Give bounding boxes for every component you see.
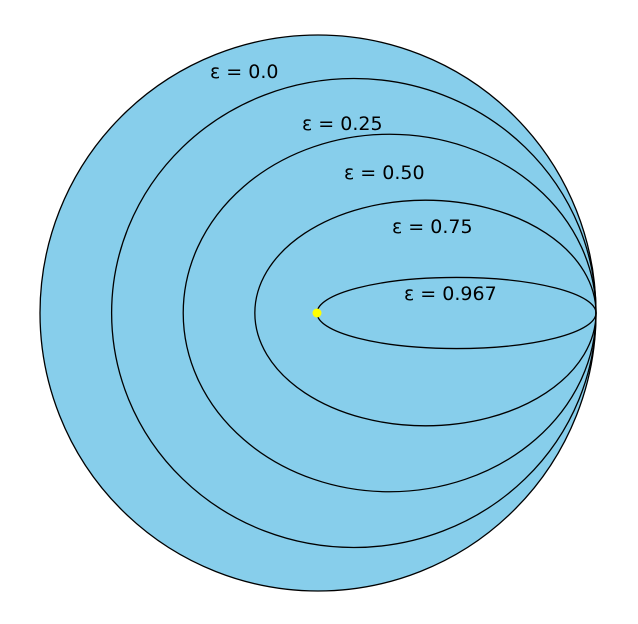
orbit-label-e-0-75: ε = 0.75 (392, 216, 473, 238)
orbit-label-e-0-967: ε = 0.967 (404, 283, 497, 305)
focus-star-marker (312, 308, 322, 318)
labels-layer: ε = 0.0 ε = 0.25 ε = 0.50 ε = 0.75 ε = 0… (210, 61, 497, 305)
orbit-label-e-0-0: ε = 0.0 (210, 61, 279, 83)
orbit-label-e-0-50: ε = 0.50 (344, 162, 425, 184)
orbit-label-e-0-25: ε = 0.25 (302, 113, 383, 135)
